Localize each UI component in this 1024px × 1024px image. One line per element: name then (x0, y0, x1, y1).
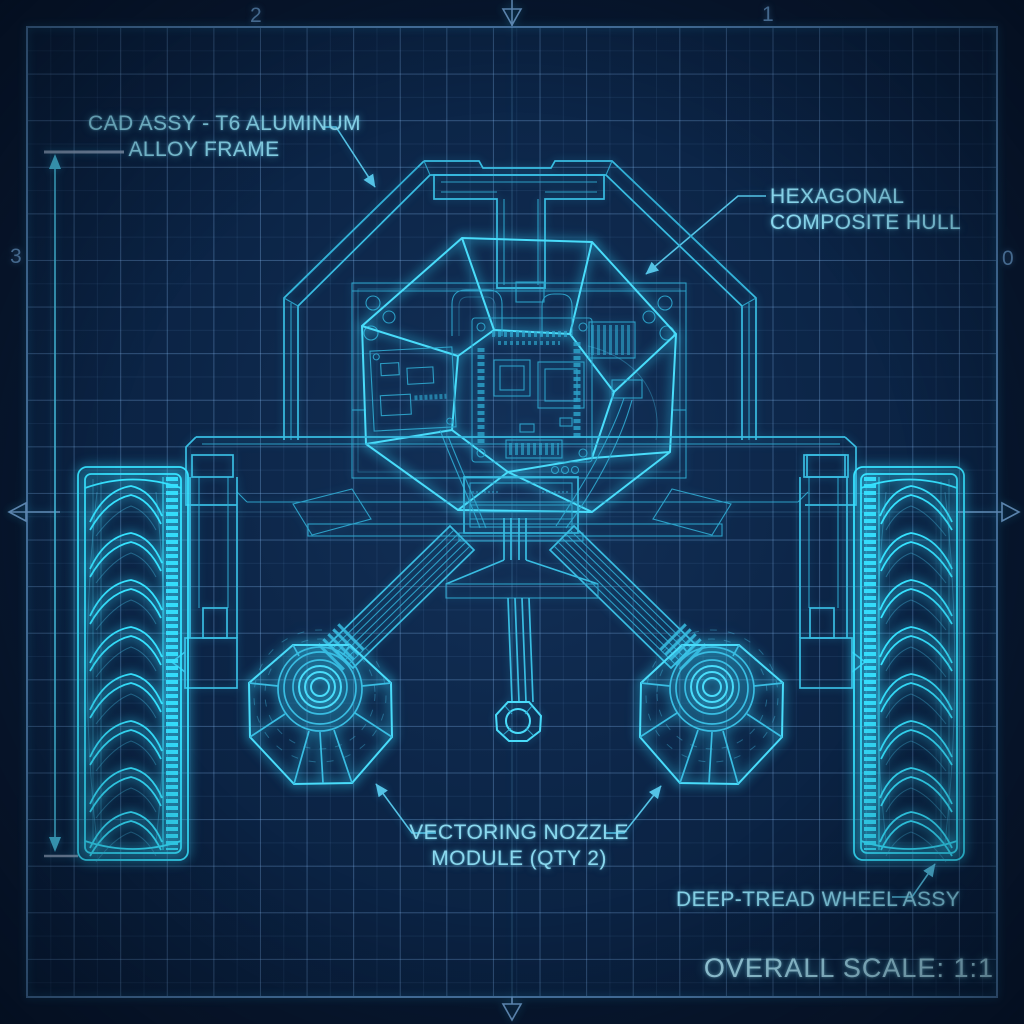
dimension-arrow-up-icon (49, 154, 61, 169)
border-ref-top-right: 1 (762, 3, 774, 26)
callout-nozzle-label: VECTORING NOZZLE MODULE (QTY 2) (394, 820, 644, 871)
deep-tread-wheel-left (78, 467, 188, 862)
vectoring-nozzle-left (248, 629, 393, 785)
frame-leader (322, 126, 376, 188)
dimension-arrow-down-icon (49, 837, 61, 852)
hexagonal-hull (360, 236, 678, 514)
callout-frame-line1: CAD ASSY - T6 ALUMINUM (88, 112, 361, 135)
right-triangle-icon (1001, 501, 1021, 523)
hull-leader (645, 195, 766, 275)
strut-right (550, 526, 695, 668)
frame-arch (283, 160, 757, 440)
callout-wheel-line1: DEEP-TREAD WHEEL ASSY (676, 888, 961, 911)
callout-hull-line1: HEXAGONAL (770, 185, 905, 208)
border-ref-right: 0 (1002, 247, 1014, 270)
scale-note: OVERALL SCALE: 1:1 (703, 953, 994, 983)
top-bracket (433, 174, 605, 289)
border-ref-left: 3 (10, 245, 22, 268)
callout-nozzle-line2: MODULE (QTY 2) (431, 846, 607, 870)
callout-wheel-label: DEEP-TREAD WHEEL ASSY (676, 887, 960, 913)
side-electronics (369, 281, 658, 529)
callout-nozzle-line1: VECTORING NOZZLE (409, 821, 629, 844)
battery-module (458, 476, 584, 542)
vectoring-nozzle-right (639, 629, 784, 785)
callout-frame-label: CAD ASSY - T6 ALUMINUM ALLOY FRAME (88, 111, 361, 162)
callout-frame-line2: ALLOY FRAME (128, 137, 280, 161)
callout-hull-label: HEXAGONAL COMPOSITE HULL (770, 184, 961, 235)
deep-tread-wheel-right (854, 467, 964, 862)
border-ref-top-left: 2 (250, 4, 262, 27)
main-pcb (471, 317, 593, 475)
callout-hull-line2: COMPOSITE HULL (770, 210, 962, 234)
bottom-triangle-icon (501, 1003, 523, 1022)
